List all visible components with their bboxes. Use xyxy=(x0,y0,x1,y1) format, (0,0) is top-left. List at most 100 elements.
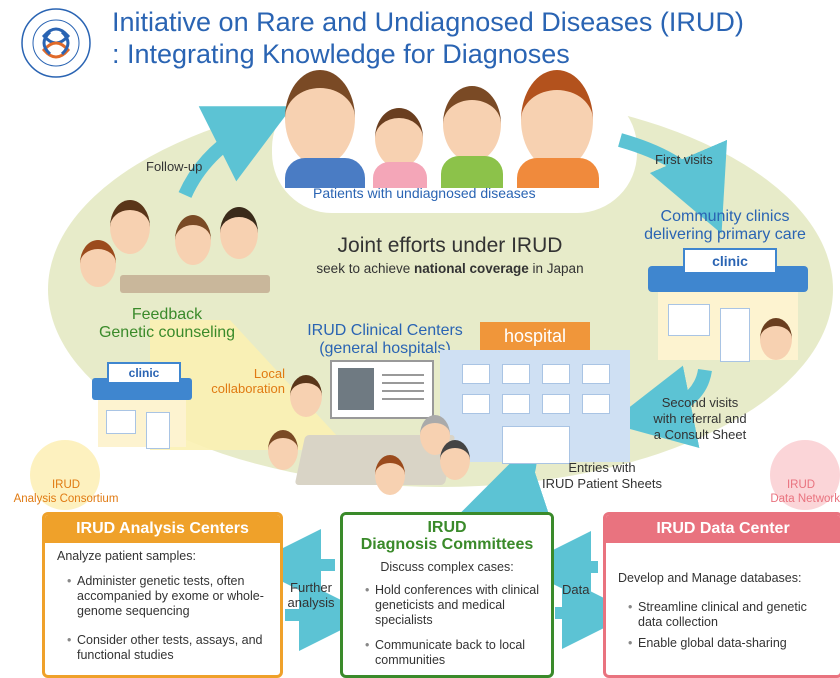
second-visits-line-1: Second visits xyxy=(661,395,739,410)
list-item: Hold conferences with clinical geneticis… xyxy=(365,583,539,628)
doctor-figure-5 xyxy=(375,455,405,495)
joint-efforts-block: Joint efforts under IRUD seek to achieve… xyxy=(300,234,600,276)
diagnosis-committees-panel: IRUD Diagnosis Committees Discuss comple… xyxy=(340,512,554,678)
first-visits-arrow xyxy=(618,133,728,234)
local-clinic-building: clinic xyxy=(92,362,192,449)
further-analysis-line-2: analysis xyxy=(287,595,335,610)
community-clinics-line-2: delivering primary care xyxy=(644,226,806,243)
data-network-line-1: IRUD xyxy=(786,479,816,491)
data-intro: Develop and Manage databases: xyxy=(618,571,802,585)
analysis-centers-panel: IRUD Analysis Centers Analyze patient sa… xyxy=(42,512,283,678)
conference-illustration xyxy=(260,360,480,495)
diagnosis-committees-body: Discuss complex cases: Hold conferences … xyxy=(343,558,551,675)
diagnosis-title-line-1: IRUD xyxy=(427,519,467,536)
further-analysis-label: Further analysis xyxy=(283,580,339,610)
hospital-window-8 xyxy=(582,394,610,414)
counseling-table xyxy=(120,275,270,293)
girl-shirt xyxy=(373,162,427,188)
logo-icon xyxy=(21,8,91,78)
local-clinic-sign-board: clinic xyxy=(107,362,181,384)
feedback-line: Feedback xyxy=(131,306,203,323)
hospital-window-4 xyxy=(582,364,610,384)
analysis-consortium-line-2: Analysis Consortium xyxy=(13,493,119,505)
counselor-figure xyxy=(110,200,150,254)
hospital-building: hospital xyxy=(440,322,630,464)
data-center-body: Develop and Manage databases: Streamline… xyxy=(606,543,840,671)
diagnosis-intro: Discuss complex cases: xyxy=(380,560,514,574)
boy-figure xyxy=(443,86,501,162)
coverage-post: in Japan xyxy=(528,261,584,276)
data-list: Streamline clinical and genetic data col… xyxy=(618,600,828,651)
diagnosis-title-line-2: Diagnosis Committees xyxy=(360,536,534,553)
coverage-pre: seek to achieve xyxy=(316,261,414,276)
father-figure xyxy=(285,70,355,166)
list-item: Communicate back to local communities xyxy=(365,638,539,668)
list-item: Enable global data-sharing xyxy=(628,636,828,651)
hospital-sign-text: hospital xyxy=(503,326,567,346)
local-collab-line-2: collaboration xyxy=(211,381,285,396)
patient-figure xyxy=(80,240,116,287)
clinical-centers-line-1: IRUD Clinical Centers xyxy=(307,322,463,339)
second-visits-line-3: a Consult Sheet xyxy=(653,427,747,442)
doctor-figure-2 xyxy=(268,430,298,470)
joint-efforts-title: Joint efforts under IRUD xyxy=(337,234,563,257)
title-line-1: Initiative on Rare and Undiagnosed Disea… xyxy=(112,7,744,37)
further-analysis-line-1: Further xyxy=(290,580,332,595)
follow-up-arrow xyxy=(178,106,293,198)
coverage-bold: national coverage xyxy=(413,261,529,276)
nurse-figure-2 xyxy=(175,215,211,265)
clinic-window xyxy=(668,304,710,336)
entries-line-1: Entries with xyxy=(568,460,636,475)
entries-line-2: IRUD Patient Sheets xyxy=(542,476,662,491)
nurse-figure xyxy=(760,318,792,360)
data-network-label: IRUD Data Network xyxy=(762,478,840,506)
diagnosis-committees-title: IRUD Diagnosis Committees xyxy=(343,515,551,558)
doctor-figure-4 xyxy=(440,440,470,480)
community-clinics-label: Community clinics delivering primary car… xyxy=(632,208,818,244)
xray-image xyxy=(338,368,374,410)
follow-up-label: Follow-up xyxy=(146,159,203,174)
hospital-window-1 xyxy=(462,364,490,384)
local-collab-label: Local collaboration xyxy=(205,366,285,396)
second-visits-arrow xyxy=(608,365,712,448)
father-shirt xyxy=(285,158,365,188)
second-visits-line-2: with referral and xyxy=(653,411,747,426)
doctor-figure xyxy=(220,207,258,259)
patients-label: Patients with undiagnosed diseases xyxy=(313,185,536,201)
hospital-window-3 xyxy=(542,364,570,384)
clinic-sign-text: clinic xyxy=(712,253,748,269)
list-item: Administer genetic tests, often accompan… xyxy=(67,574,268,619)
entries-label: Entries with IRUD Patient Sheets xyxy=(538,460,666,492)
boy-shirt xyxy=(441,156,503,188)
hospital-window-7 xyxy=(542,394,570,414)
xray-notes xyxy=(382,374,424,376)
community-clinic-building: clinic xyxy=(648,248,808,362)
hospital-entrance xyxy=(502,426,570,464)
clinic-door xyxy=(720,308,750,362)
hospital-window-6 xyxy=(502,394,530,414)
clinical-centers-line-2: (general hospitals) xyxy=(319,340,451,357)
data-label: Data xyxy=(562,582,590,597)
analysis-intro: Analyze patient samples: xyxy=(57,549,196,563)
hospital-window-5 xyxy=(462,394,490,414)
analysis-list: Administer genetic tests, often accompan… xyxy=(57,574,268,663)
feedback-label: Feedback Genetic counseling xyxy=(82,306,252,342)
analysis-centers-body: Analyze patient samples: Administer gene… xyxy=(45,543,280,675)
presenter-figure xyxy=(290,375,322,417)
local-clinic-door xyxy=(146,412,170,449)
genetic-counseling-line: Genetic counseling xyxy=(98,324,236,341)
analysis-centers-title: IRUD Analysis Centers xyxy=(45,515,280,543)
xray-screen xyxy=(330,360,434,419)
page-title: Initiative on Rare and Undiagnosed Disea… xyxy=(112,6,744,70)
coverage-text: seek to achieve national coverage in Jap… xyxy=(300,261,600,276)
local-clinic-sign-text: clinic xyxy=(128,366,160,380)
list-item: Consider other tests, assays, and functi… xyxy=(67,633,268,663)
patients-illustration xyxy=(285,70,625,190)
list-item: Streamline clinical and genetic data col… xyxy=(628,600,828,630)
counseling-illustration xyxy=(80,195,270,305)
mother-shirt xyxy=(517,158,599,188)
data-center-panel: IRUD Data Center Develop and Manage data… xyxy=(603,512,840,678)
first-visits-label: First visits xyxy=(655,152,713,167)
data-network-line-2: Data Network xyxy=(770,493,840,505)
girl-figure xyxy=(375,108,423,168)
